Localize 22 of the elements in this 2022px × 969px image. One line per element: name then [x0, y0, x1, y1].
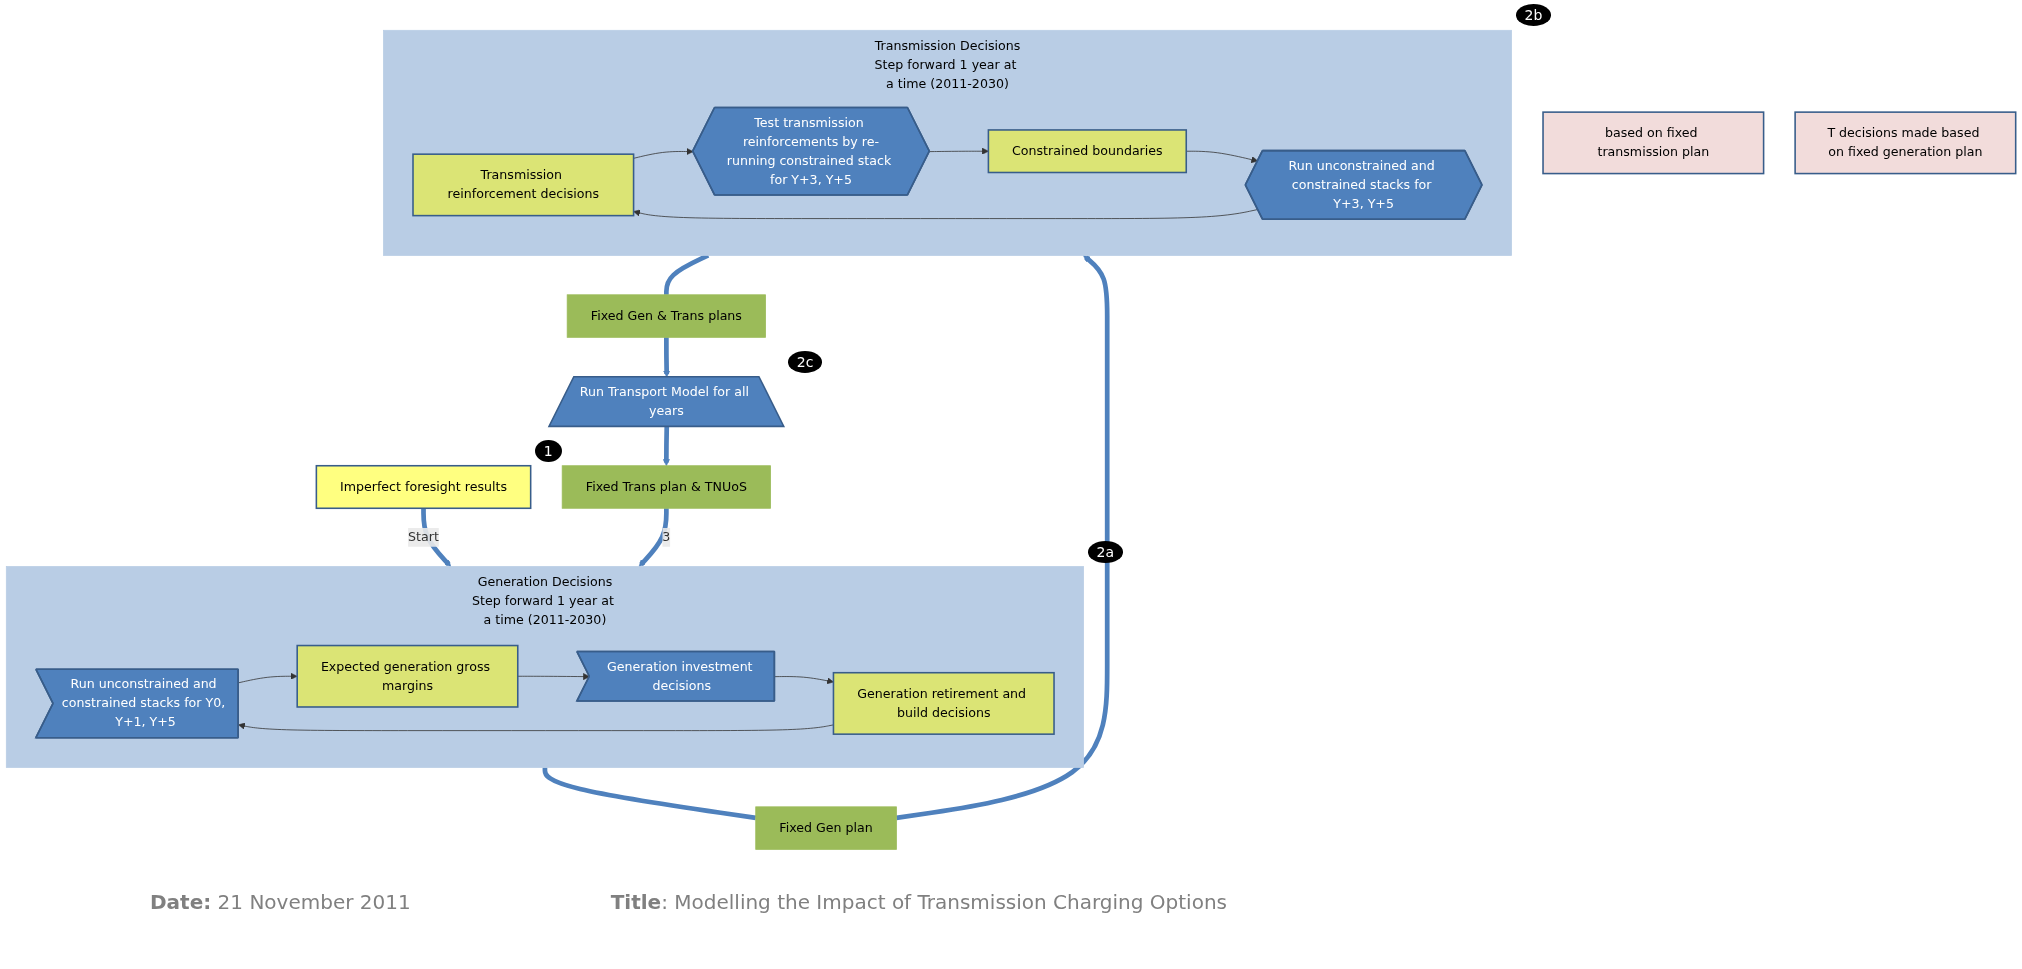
node-box: Fixed Gen & Trans plans [566, 294, 766, 338]
node-box: Generation retirement and build decisions [832, 672, 1055, 736]
node-box: Constrained boundaries [987, 129, 1188, 174]
arrow [896, 255, 1110, 821]
node-box: based on fixed transmission plan [1542, 111, 1765, 175]
edge-label: Start [408, 529, 439, 545]
node-box: Fixed Gen plan [755, 806, 897, 850]
node-box: Imperfect foresight results [315, 465, 532, 510]
node-box: T decisions made based on fixed generation plan [1794, 111, 2017, 175]
arrow [662, 426, 670, 467]
footer-text: Date: 21 November 2011 [150, 890, 411, 914]
footer-text: Title: Modelling the Impact of Transmission Charging Options [610, 890, 1227, 914]
number-badge: 1 [534, 439, 562, 462]
node-box: Expected generation gross margins [296, 644, 519, 708]
number-badge: 2a [1087, 540, 1124, 563]
connector [542, 767, 757, 821]
number-badge: 2b [1515, 4, 1552, 27]
node-box: Fixed Trans plan & TNUoS [561, 465, 771, 509]
node-box: Transmission reinforcement decisions [412, 153, 635, 217]
edge-label: 3 [662, 529, 671, 545]
arrow [638, 508, 669, 568]
number-badge: 2c [787, 350, 823, 373]
